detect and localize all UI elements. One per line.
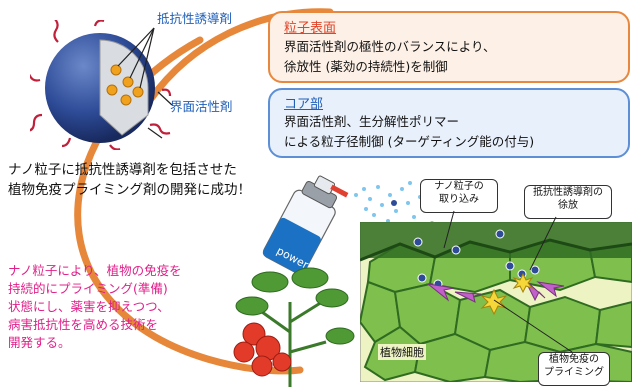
pink-message-line1: ナノ粒子により、植物の免疫を <box>8 263 182 278</box>
pink-message-line2: 持続的にプライミング(準備) <box>8 281 168 296</box>
particle-surface-line2: 徐放性 (薬効の持続性)を制御 <box>284 59 448 74</box>
uptake-callout-line2: 取り込み <box>439 194 479 205</box>
main-message: ナノ粒子に抵抗性誘導剤を包括させた 植物免疫プライミング剤の開発に成功！ <box>8 160 251 200</box>
core-title: コア部 <box>284 97 324 112</box>
pink-message-line4: 病害抵抗性を高める技術を <box>8 317 159 332</box>
particle-surface-title: 粒子表面 <box>284 21 337 36</box>
core-line1: 界面活性剤、生分解性ポリマー <box>284 114 460 129</box>
surfactant-label: 界面活性剤 <box>170 99 233 114</box>
core-box: コア部 界面活性剤、生分解性ポリマー による粒子径制御 (ターゲティング能の付与… <box>268 88 630 158</box>
pink-message: ナノ粒子により、植物の免疫を 持続的にプライミング(準備) 状態にし、薬害を抑え… <box>8 262 182 352</box>
core-line2: による粒子径制御 (ターゲティング能の付与) <box>284 134 535 149</box>
spray-can-illustration: power <box>262 175 349 275</box>
plant-cell-label: 植物細胞 <box>378 344 426 360</box>
inducer-label: 抵抗性誘導剤 <box>157 11 233 26</box>
release-callout: 抵抗性誘導剤の 徐放 <box>524 185 612 219</box>
release-callout-line1: 抵抗性誘導剤の <box>533 187 603 198</box>
main-message-line1: ナノ粒子に抵抗性誘導剤を包括させた <box>8 162 237 178</box>
nanoparticle-illustration <box>30 20 173 150</box>
priming-callout-line2: プライミング <box>544 367 604 378</box>
pink-message-line3: 状態にし、薬害を抑えつつ、 <box>8 299 170 314</box>
particle-surface-box: 粒子表面 界面活性剤の極性のバランスにより、 徐放性 (薬効の持続性)を制御 <box>268 11 630 83</box>
main-message-line2: 植物免疫プライミング剤の開発に成功！ <box>8 182 251 198</box>
pink-message-line5: 開発する。 <box>8 335 71 350</box>
release-callout-line2: 徐放 <box>558 200 578 211</box>
uptake-callout: ナノ粒子の 取り込み <box>420 179 498 213</box>
uptake-callout-line1: ナノ粒子の <box>434 181 484 192</box>
priming-callout-line1: 植物免疫の <box>549 354 599 365</box>
priming-callout: 植物免疫の プライミング <box>538 352 610 386</box>
tomato-plant-illustration <box>233 267 355 387</box>
particle-surface-line1: 界面活性剤の極性のバランスにより、 <box>284 39 496 54</box>
